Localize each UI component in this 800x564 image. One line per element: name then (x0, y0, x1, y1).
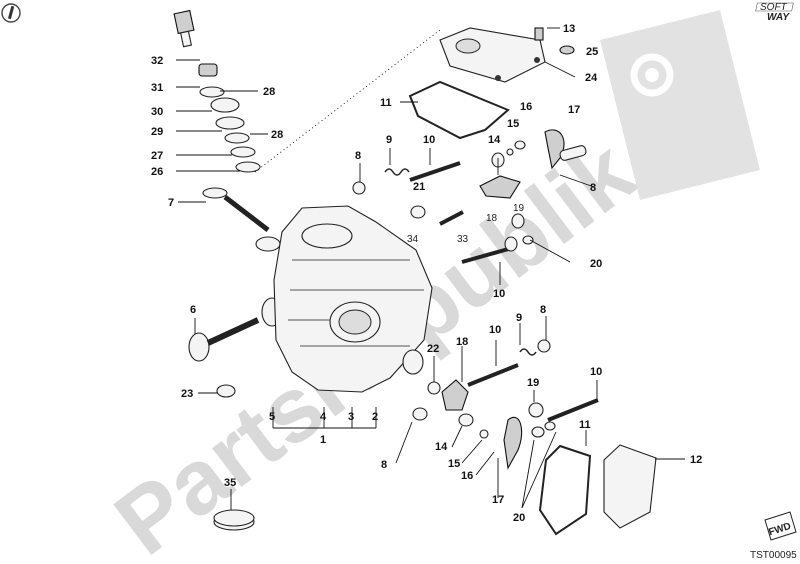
brand-logo-line1: SOFT (760, 2, 788, 13)
diagram-code: TST00095 (750, 550, 797, 561)
callout-19: 19 (513, 203, 525, 214)
callout-11: 11 (380, 97, 392, 109)
callout-33: 33 (457, 234, 469, 245)
fwd-direction-badge: FWD (764, 511, 797, 541)
callout-32: 32 (151, 55, 163, 67)
callout-16: 16 (520, 101, 532, 113)
callout-14: 14 (488, 134, 501, 146)
plug-25 (559, 45, 575, 55)
callout-11: 11 (579, 419, 591, 431)
valve-guide-small (216, 384, 236, 398)
gear-flag-watermark-icon (600, 10, 760, 200)
callout-20: 20 (513, 512, 525, 524)
callout-5: 5 (269, 411, 275, 423)
callout-23: 23 (181, 388, 193, 400)
callout-27: 27 (151, 150, 163, 162)
callout-19: 19 (527, 377, 539, 389)
callout-6: 6 (190, 304, 196, 316)
rocker-arm-upper-right (544, 129, 587, 170)
bolt-13 (534, 27, 544, 41)
rocker-lower (441, 379, 523, 470)
pushrod-upper (409, 161, 513, 264)
leader-lines (176, 27, 685, 510)
callout-1: 1 (320, 434, 326, 446)
callout-17: 17 (492, 494, 504, 506)
callout-numbers: 32 31 28 30 29 28 27 26 7 6 23 5 4 3 2 1… (151, 23, 702, 524)
callout-13: 13 (563, 23, 575, 35)
small-parts-lower (402, 339, 556, 439)
valve-cover-top (439, 27, 546, 83)
callout-24: 24 (585, 72, 598, 84)
callout-15: 15 (448, 458, 460, 470)
callout-10: 10 (423, 134, 435, 146)
sensor-stack (198, 63, 261, 173)
callout-34: 34 (407, 234, 419, 245)
callout-8: 8 (381, 459, 387, 471)
brand-logo: SOFT WAY (755, 2, 794, 23)
cover-gasket-top (408, 80, 510, 140)
valve-cover-lower (603, 444, 657, 529)
rocker-arm-upper-mid (479, 175, 521, 199)
callout-8: 8 (355, 150, 361, 162)
callout-35: 35 (224, 477, 236, 489)
callout-17: 17 (568, 104, 580, 116)
callout-22: 22 (427, 343, 439, 355)
callout-10: 10 (489, 324, 501, 336)
callout-30: 30 (151, 106, 163, 118)
cover-gasket-lower (538, 444, 592, 536)
springs-upper (352, 140, 534, 252)
callout-18: 18 (486, 213, 498, 224)
info-icon[interactable] (1, 3, 21, 23)
ring-35 (213, 509, 255, 531)
callout-29: 29 (151, 126, 163, 138)
callout-21: 21 (413, 181, 425, 193)
callout-4: 4 (320, 411, 327, 423)
callout-8: 8 (590, 182, 596, 194)
callout-28: 28 (263, 86, 275, 98)
callout-8: 8 (540, 304, 546, 316)
callout-26: 26 (151, 166, 163, 178)
callout-18: 18 (456, 336, 468, 348)
brand-logo-line2: WAY (767, 12, 790, 23)
callout-10: 10 (493, 288, 505, 300)
callout-9: 9 (386, 134, 392, 146)
callout-2: 2 (372, 411, 378, 423)
callout-25: 25 (586, 46, 598, 58)
callout-12: 12 (690, 454, 702, 466)
exhaust-valve (188, 297, 283, 362)
callout-16: 16 (461, 470, 473, 482)
cylinder-head (273, 205, 433, 393)
temperature-sensor (173, 9, 195, 48)
callout-7: 7 (168, 197, 174, 209)
callout-10: 10 (590, 366, 602, 378)
callout-3: 3 (348, 411, 354, 423)
intake-valve (202, 187, 281, 252)
callout-28: 28 (271, 129, 283, 141)
callout-9: 9 (516, 312, 522, 324)
pushrod-lower (467, 363, 599, 422)
callout-31: 31 (151, 82, 163, 94)
callout-15: 15 (507, 118, 519, 130)
callout-14: 14 (435, 441, 448, 453)
callout-20: 20 (590, 258, 602, 270)
